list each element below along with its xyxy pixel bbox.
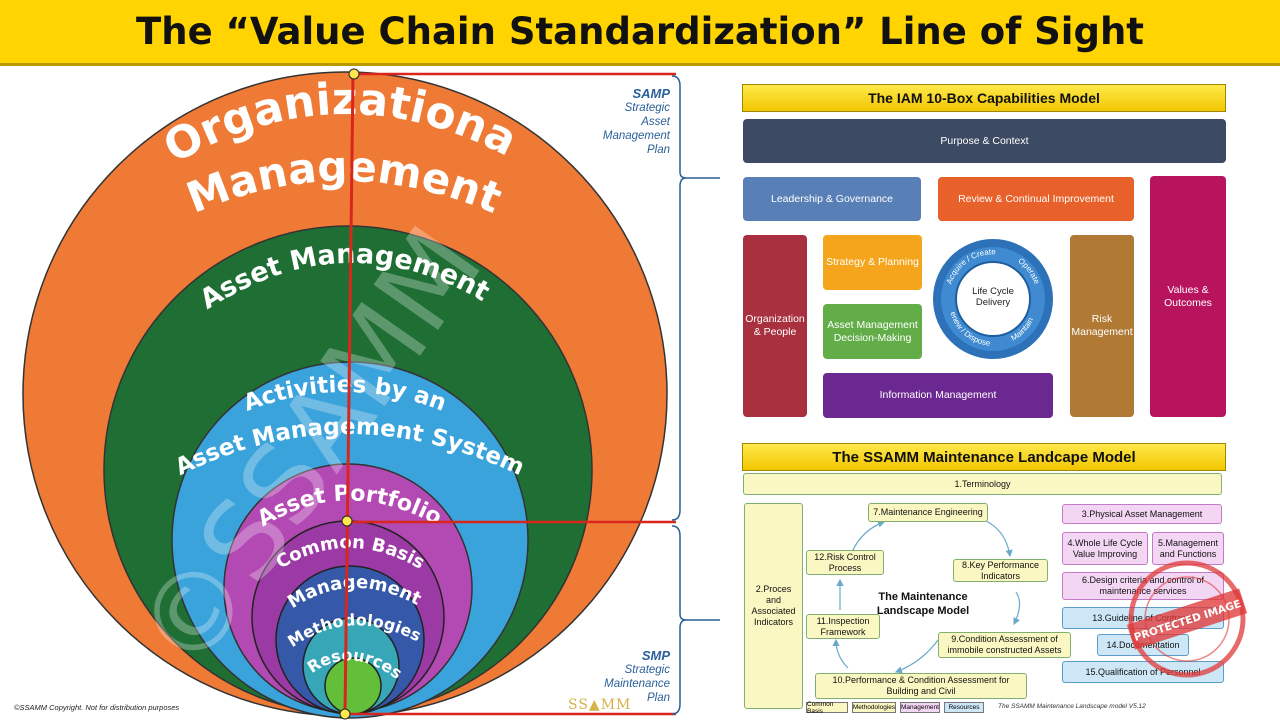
ml-terminology: 1.Terminology	[743, 473, 1222, 495]
ml-qualification: 15.Qualification of Personnel	[1062, 661, 1224, 683]
smp-label: SMP Strategic Maintenance Plan	[590, 648, 670, 705]
samp-line4: Plan	[646, 144, 670, 156]
node-mid	[341, 515, 353, 527]
landscape-flow-arrows	[832, 519, 1021, 674]
ml-proces-indicators: 2.Proces and Associated Indicators	[744, 503, 803, 709]
box-risk-management: Risk Management	[1070, 235, 1134, 417]
smp-line1: Strategic	[624, 664, 670, 676]
ml-risk-control: 12.Risk Control Process	[806, 550, 884, 575]
ssamm-logo: SS▲MM	[568, 697, 632, 713]
samp-line3: Management	[602, 130, 670, 142]
iam-model-title: The IAM 10-Box Capabilities Model	[742, 84, 1226, 112]
ml-physical-asset: 3.Physical Asset Management	[1062, 504, 1222, 524]
smp-heading: SMP	[641, 648, 670, 663]
ml-kpi: 8.Key Performance Indicators	[953, 559, 1048, 582]
legend-common-basis: Common Basis	[806, 701, 848, 715]
samp-line1: Strategic	[624, 102, 670, 114]
samp-bracket	[671, 75, 720, 521]
box-review-improvement: Review & Continual Improvement	[938, 177, 1134, 221]
legend-methodologies: Methodologies	[852, 702, 896, 713]
smp-line3: Plan	[646, 692, 670, 704]
page-title: The “Value Chain Standardization” Line o…	[136, 10, 1144, 53]
samp-line2: Asset	[641, 116, 670, 128]
box-information-management: Information Management	[823, 373, 1053, 418]
copyright-notice: ©SSAMM Copyright. Not for distribution p…	[14, 703, 180, 712]
title-bar: The “Value Chain Standardization” Line o…	[0, 0, 1280, 66]
ml-center-line1: The Maintenance	[878, 591, 968, 603]
ml-whole-life-cycle: 4.Whole Life Cycle Value Improving	[1062, 532, 1148, 565]
smp-bracket	[671, 525, 720, 715]
ml-management-functions: 5.Management and Functions	[1152, 532, 1224, 565]
ml-inspection-framework: 11.Inspection Framework	[806, 614, 880, 639]
concentric-circles-diagram: ©SSAMM Organizational Management Asset M…	[0, 66, 720, 720]
legend-management: Management	[900, 702, 940, 713]
box-purpose-context: Purpose & Context	[743, 119, 1226, 163]
ml-maintenance-engineering: 7.Maintenance Engineering	[868, 503, 988, 522]
legend-resources: Resources	[944, 702, 984, 713]
samp-heading: SAMP	[632, 86, 670, 101]
landscape-footnote: The SSAMM Maintenance Landscape model V5…	[998, 703, 1146, 710]
box-leadership-governance: Leadership & Governance	[743, 177, 921, 221]
box-am-decision-making: Asset Management Decision-Making	[823, 304, 922, 359]
protected-image-stamp: PROTECTED IMAGE	[1126, 560, 1248, 678]
samp-label: SAMP Strategic Asset Management Plan	[590, 86, 670, 157]
line-of-sight-vertical	[343, 73, 355, 715]
node-bottom	[339, 708, 351, 720]
box-values-outcomes: Values & Outcomes	[1150, 176, 1226, 417]
smp-line2: Maintenance	[604, 678, 670, 690]
node-top	[348, 68, 360, 80]
ml-center-line2: Landscape Model	[876, 605, 970, 617]
life-cycle-ring: Acquire / Create Operate Renew / Dispose…	[930, 237, 1053, 359]
ml-condition-immobile: 9.Condition Assessment of immobile const…	[938, 632, 1071, 658]
landscape-title: The SSAMM Maintenance Landcape Model	[742, 443, 1226, 471]
ml-center-title: The Maintenance Landscape Model	[868, 590, 978, 618]
box-strategy-planning: Strategy & Planning	[823, 235, 922, 290]
life-cycle-delivery-label: Life Cycle Delivery	[972, 286, 1014, 308]
box-organization-people: Organization & People	[743, 235, 807, 417]
ml-performance-condition: 10.Performance & Condition Assessment fo…	[815, 673, 1027, 699]
